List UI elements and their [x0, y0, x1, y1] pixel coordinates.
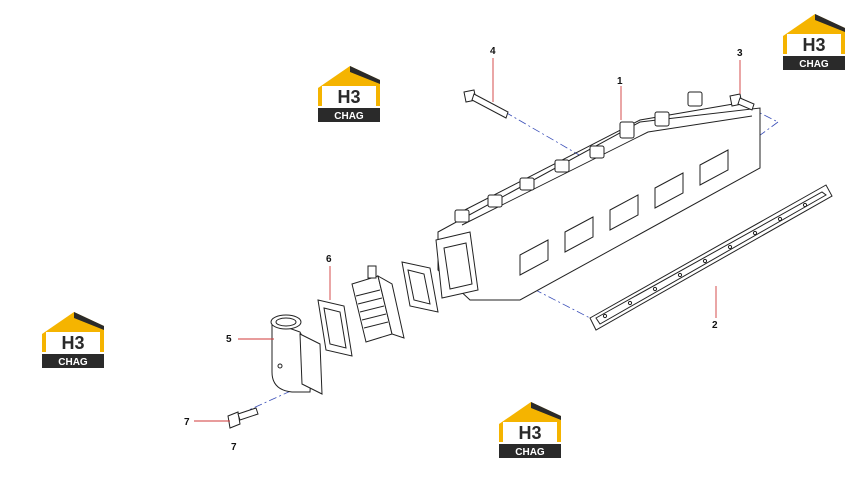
- logo-watermark-3: H3 CHAG: [42, 312, 104, 368]
- callout-5: 5: [226, 334, 232, 345]
- logo-mark: H3: [337, 87, 360, 107]
- bolt-part-3: [729, 93, 755, 111]
- bolt-part-4: [463, 89, 509, 119]
- heat-shield-module: [351, 265, 405, 343]
- logo-mark: H3: [518, 423, 541, 443]
- callout-2: 2: [712, 320, 718, 331]
- logo-word: CHAG: [334, 111, 364, 122]
- logo-mark: H3: [802, 35, 825, 55]
- gasket-part-2: [589, 184, 833, 331]
- callout-7-secondary: 7: [231, 442, 237, 453]
- elbow-part-5: [270, 314, 323, 395]
- logo-mark: H3: [61, 333, 84, 353]
- logo-word: CHAG: [799, 59, 829, 70]
- leader-lines: [194, 58, 741, 422]
- callout-3: 3: [737, 48, 743, 59]
- logo-watermark-4: H3 CHAG: [499, 402, 561, 458]
- logo-watermark-2: H3 CHAG: [783, 14, 845, 70]
- callout-7: 7: [184, 417, 190, 428]
- manifold-part-1: [435, 91, 761, 301]
- flange-gasket: [401, 261, 439, 313]
- logo-word: CHAG: [58, 357, 88, 368]
- callout-6: 6: [326, 254, 332, 265]
- gasket-part-6: [317, 299, 353, 357]
- logo-watermark-1: H3 CHAG: [318, 66, 380, 122]
- callout-4: 4: [490, 46, 496, 57]
- callout-1: 1: [617, 76, 623, 87]
- bolt-part-7: [227, 407, 259, 429]
- logo-word: CHAG: [515, 447, 545, 458]
